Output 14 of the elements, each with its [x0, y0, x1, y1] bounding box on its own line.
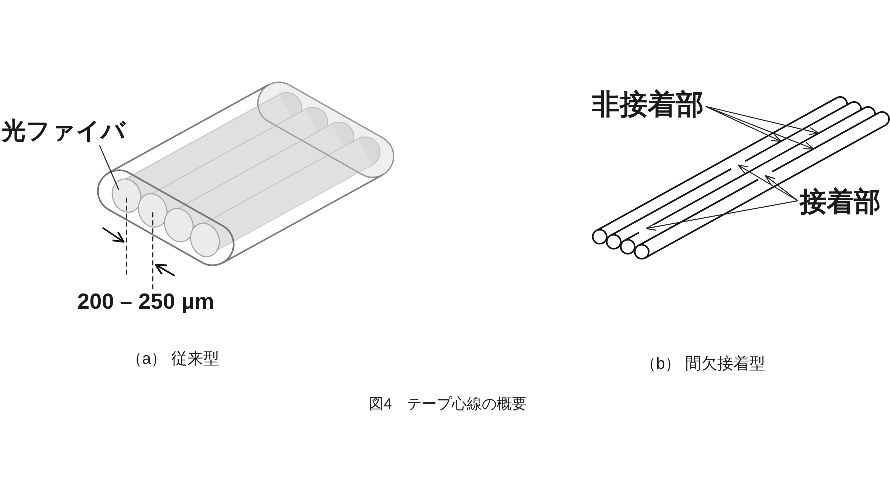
leader-arrow — [706, 106, 782, 142]
part-label: 非接着部 — [590, 89, 706, 122]
figure-caption: 図4 テープ心線の概要 — [368, 396, 528, 414]
subfigure-caption: （a） 従来型 — [125, 351, 221, 370]
leader-arrow — [706, 106, 814, 150]
leader-line — [99, 145, 120, 190]
leader-arrow — [765, 175, 798, 202]
leader-arrow — [646, 200, 798, 232]
subfigure-caption: （b） 間欠接着型 — [639, 356, 767, 374]
part-label: 光ファイバ — [0, 118, 128, 146]
leader-arrow — [706, 106, 820, 136]
dimension-label: 200 – 250 μm — [76, 289, 216, 314]
leader-arrow — [738, 164, 798, 202]
part-label: 接着部 — [798, 187, 883, 218]
